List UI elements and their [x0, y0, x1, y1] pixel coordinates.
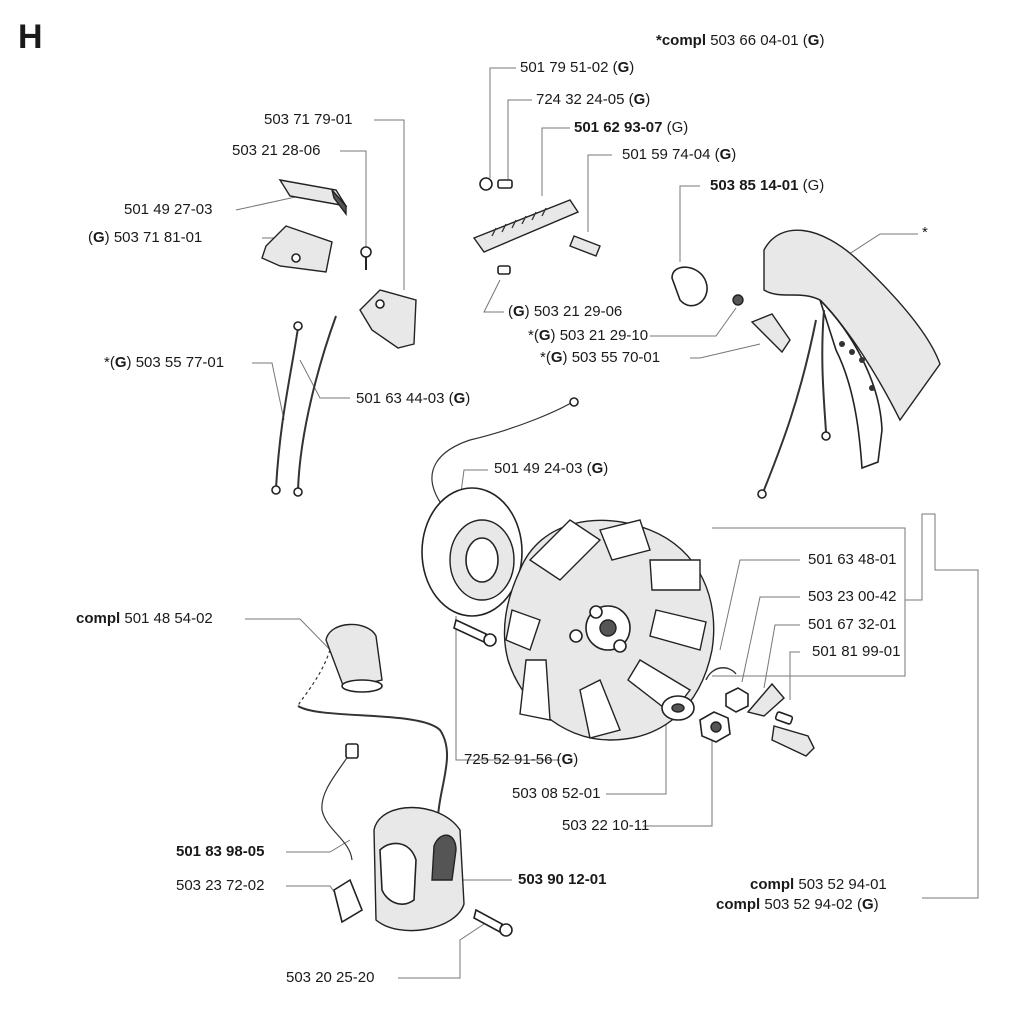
label-503901201: 503 90 12-01: [518, 871, 607, 888]
ignition-module: [333, 806, 465, 932]
label-725529156: 725 52 91-56 (G): [464, 751, 579, 768]
label-724322405: 724 32 24-05 (G): [536, 91, 651, 108]
leader-lines: [235, 67, 979, 979]
bracket-assembly: [261, 179, 417, 349]
label-501629307: 501 62 93-07 (G): [574, 119, 689, 136]
wire-set: [271, 315, 337, 497]
label-501819901: 501 81 99-01: [812, 643, 901, 660]
label-503212910: *(G) 503 21 29-10: [528, 327, 649, 344]
label-501492403: 501 49 24-03 (G): [494, 460, 609, 477]
label-501673201: 501 67 32-01: [808, 616, 897, 633]
label-501795102: 501 79 51-02 (G): [520, 59, 635, 76]
label-503221011: 503 22 10-11: [562, 817, 650, 834]
heat-shield-cover: [671, 229, 941, 499]
label-503212906: (G) 503 21 29-06: [508, 303, 623, 320]
label-compl-503529402: compl 503 52 94-02 (G): [716, 896, 879, 913]
label-501634801: 501 63 48-01: [808, 551, 897, 568]
label-503557001: *(G) 503 55 70-01: [540, 349, 661, 366]
label-503557701: *(G) 503 55 77-01: [104, 354, 225, 371]
label-503202520: 503 20 25-20: [286, 969, 375, 986]
label-compl-503660401: *compl 503 66 04-01 (G): [656, 32, 825, 49]
stator-coil: [421, 397, 579, 617]
label-501492703: 501 49 27-03: [124, 201, 213, 218]
screws: [453, 618, 513, 937]
label-503230042: 503 23 00-42: [808, 588, 897, 605]
label-compl-503529401: compl 503 52 94-01: [750, 876, 887, 893]
section-letter: H: [18, 18, 43, 56]
label-501634403: 501 63 44-03 (G): [356, 390, 471, 407]
label-501597404: 501 59 74-04 (G): [622, 146, 737, 163]
label-compl-501485402: compl 501 48 54-02: [76, 610, 213, 627]
label-503717901: 503 71 79-01: [264, 111, 353, 128]
label-503851401: 503 85 14-01 (G): [710, 177, 825, 194]
label-503212806: 503 21 28-06: [232, 142, 321, 159]
plate-assembly: [472, 177, 601, 275]
label-503237202: 503 23 72-02: [176, 877, 265, 894]
label-501839805: 501 83 98-05: [176, 843, 265, 860]
label-503718101: (G) 503 71 81-01: [88, 229, 203, 246]
hub-parts: [661, 667, 815, 757]
label-503085201: 503 08 52-01: [512, 785, 601, 802]
spark-plug-lead: [297, 623, 449, 861]
label-star: *: [922, 224, 928, 241]
